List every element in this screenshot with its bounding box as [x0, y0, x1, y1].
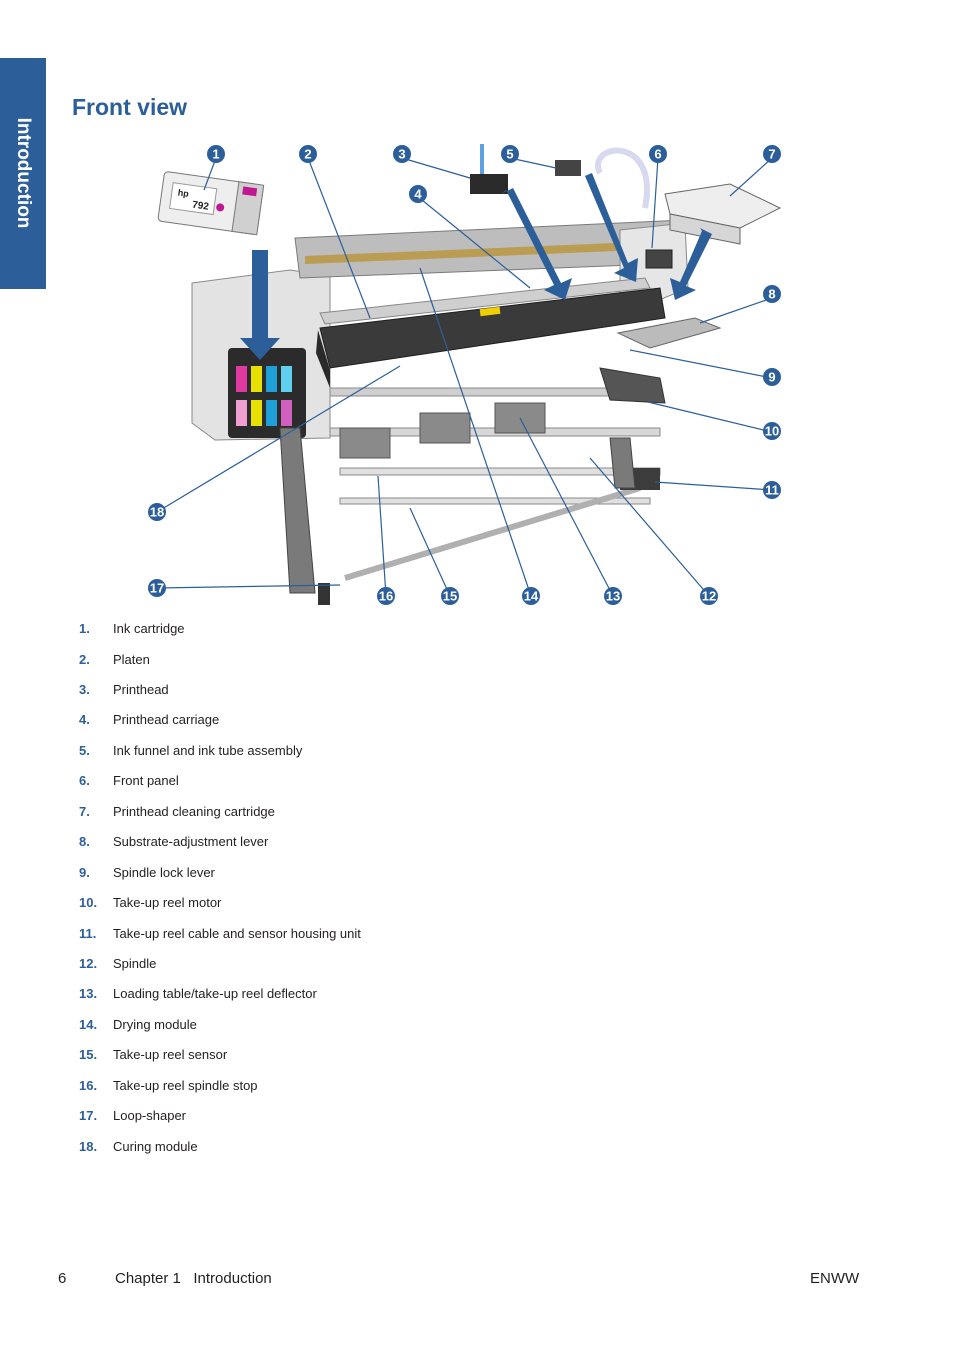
callout-number: 2: [304, 147, 311, 162]
callout-badge: [763, 368, 781, 386]
legend-item-text: Loading table/take-up reel deflector: [113, 986, 317, 1001]
callout-badge: [299, 145, 317, 163]
legend-item-text: Front panel: [113, 773, 179, 788]
legend-item-number: 7.: [79, 804, 90, 819]
legend-item-number: 15.: [79, 1047, 98, 1062]
callout-number: 11: [765, 483, 779, 498]
callout-number: 4: [414, 187, 422, 202]
legend-item-text: Platen: [113, 652, 150, 667]
printer-illustration: hp 792: [148, 144, 782, 605]
callout-badge: [207, 145, 225, 163]
callout-number: 8: [768, 287, 775, 302]
footer-page-number: 6: [58, 1270, 67, 1287]
legend-item-number: 18.: [79, 1139, 98, 1154]
callout-badge: [763, 422, 781, 440]
callout-number: 17: [150, 581, 164, 596]
legend-item-number: 2.: [79, 652, 90, 667]
legend-item-number: 8.: [79, 834, 90, 849]
callout-badge: [763, 285, 781, 303]
legend-item-number: 12.: [79, 956, 98, 971]
callout-badge: [148, 579, 166, 597]
legend-item-number: 16.: [79, 1078, 98, 1093]
callout-badge: [393, 145, 411, 163]
callout-badge: [763, 481, 781, 499]
legend-item-text: Loop-shaper: [113, 1108, 186, 1123]
legend-item-text: Take-up reel sensor: [113, 1047, 228, 1062]
callout-number: 13: [606, 589, 620, 604]
legend-item-text: Take-up reel cable and sensor housing un…: [113, 926, 361, 941]
legend-item-number: 17.: [79, 1108, 98, 1123]
page-title: Front view: [72, 94, 188, 120]
legend-item-text: Take-up reel spindle stop: [113, 1078, 258, 1093]
legend-item-number: 10.: [79, 895, 98, 910]
callout-number: 10: [765, 424, 779, 439]
callout-number: 5: [506, 147, 513, 162]
chapter-side-tab-label: Introduction: [13, 117, 34, 229]
callout-badge: [763, 145, 781, 163]
callout-badge: [148, 503, 166, 521]
chapter-side-tab: Introduction: [0, 58, 46, 289]
legend-item-number: 6.: [79, 773, 90, 788]
callout-number: 1: [212, 147, 219, 162]
legend-item-text: Curing module: [113, 1139, 198, 1154]
callout-number: 3: [398, 147, 405, 162]
legend-item-number: 11.: [79, 926, 97, 941]
legend-item-number: 9.: [79, 865, 90, 880]
footer-doc-code: ENWW: [810, 1270, 860, 1287]
callout-badge: [409, 185, 427, 203]
legend-item-text: Ink cartridge: [113, 621, 185, 636]
legend-item-number: 5.: [79, 743, 90, 758]
legend-item-text: Ink funnel and ink tube assembly: [113, 743, 303, 758]
callout-number: 18: [150, 505, 164, 520]
legend-item-number: 13.: [79, 986, 98, 1001]
callout-badge: [501, 145, 519, 163]
callout-number: 9: [768, 370, 775, 385]
legend-item-text: Printhead: [113, 682, 169, 697]
legend-item-text: Spindle lock lever: [113, 865, 215, 880]
callout-badge: [649, 145, 667, 163]
legend-item-text: Printhead carriage: [113, 712, 220, 727]
printer-front-view-figure: hp 792: [140, 138, 800, 616]
callout-badge: [522, 587, 540, 605]
callout-badge: [377, 587, 395, 605]
callout-number: 6: [654, 147, 661, 162]
callout-badge: [441, 587, 459, 605]
callout-badge: [604, 587, 622, 605]
callout-badge: [700, 587, 718, 605]
legend-item-number: 4.: [79, 712, 90, 727]
legend-item-number: 1.: [79, 621, 90, 636]
legend-item-text: Spindle: [113, 956, 157, 971]
callout-number: 14: [524, 589, 539, 604]
callout-number: 16: [379, 589, 393, 604]
cartridge-label: 792: [191, 200, 209, 213]
callout-number: 7: [768, 147, 775, 162]
legend-item-number: 14.: [79, 1017, 98, 1032]
legend-item-text: Printhead cleaning cartridge: [113, 804, 275, 819]
callout-number: 15: [443, 589, 457, 604]
legend-item-text: Substrate-adjustment lever: [113, 834, 269, 849]
cartridge-brand-mark: hp: [177, 187, 190, 199]
footer-chapter: Chapter 1 Introduction: [115, 1270, 272, 1287]
legend-item-text: Drying module: [113, 1017, 197, 1032]
callout-number: 12: [702, 589, 716, 604]
legend-item-number: 3.: [79, 682, 90, 697]
legend-item-text: Take-up reel motor: [113, 895, 222, 910]
